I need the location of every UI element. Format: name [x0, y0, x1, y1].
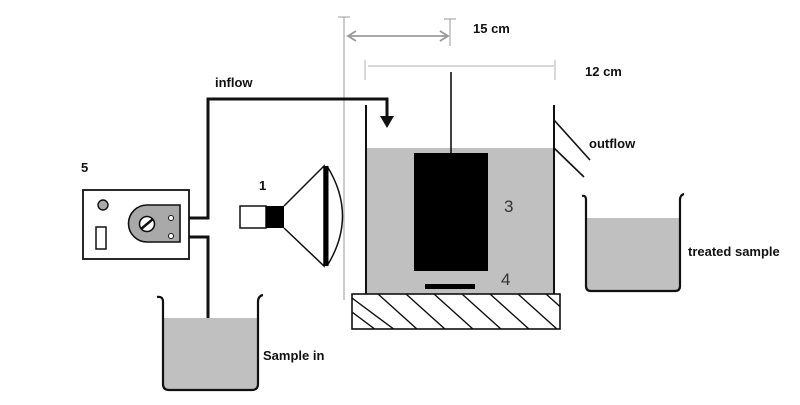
- lamp-number: 1: [259, 178, 266, 193]
- pump-port-in-icon: [168, 233, 174, 239]
- sample-in-beaker: Sample in: [156, 293, 324, 392]
- rotor-slot: [140, 218, 154, 230]
- pump-switch-icon: [95, 226, 107, 250]
- peristaltic-pump: 5: [81, 160, 190, 260]
- treated-sample-beaker: treated sample: [581, 192, 780, 293]
- height-dimension-label: 12 cm: [585, 64, 622, 79]
- inflow-label: inflow: [215, 75, 253, 90]
- lamp-reflector: [283, 164, 325, 268]
- spout-upper: [553, 119, 591, 161]
- uv-lamp: 1: [239, 164, 344, 268]
- hatched-stand: [351, 293, 561, 330]
- reactor-vessel: 3 4: [365, 72, 555, 295]
- sample-in-label: Sample in: [263, 348, 324, 363]
- arrowhead-right-icon: [439, 30, 450, 42]
- spout-lower: [553, 147, 585, 178]
- beaker-outline: [156, 293, 264, 392]
- pump-port-out-icon: [168, 215, 174, 221]
- dimension-width: 15 cm: [338, 16, 510, 300]
- pump-indicator-icon: [97, 199, 109, 211]
- lamp-socket: [266, 206, 284, 228]
- lamp-base: [239, 205, 267, 229]
- inflow-arrow-icon: [380, 116, 394, 128]
- lamp-lens: [326, 165, 344, 267]
- outflow-spout: outflow: [553, 119, 636, 178]
- stir-bar: [425, 284, 475, 289]
- treated-sample-label: treated sample: [688, 244, 780, 259]
- stand-hatching: [352, 294, 560, 329]
- width-dimension-label: 15 cm: [473, 21, 510, 36]
- inflow-tube: [180, 97, 389, 220]
- beaker-outline: [581, 192, 685, 293]
- sample-liquid: [163, 318, 257, 389]
- electrode-number: 3: [504, 197, 513, 216]
- tubing: inflow: [180, 75, 394, 318]
- pump-number: 5: [81, 160, 88, 175]
- outflow-label: outflow: [589, 136, 636, 151]
- electrode-block: [414, 153, 488, 271]
- treated-liquid: [586, 218, 680, 290]
- stirrer-number: 4: [501, 270, 510, 289]
- dimension-height: 12 cm: [364, 60, 622, 80]
- arrowhead-left-icon: [346, 30, 357, 42]
